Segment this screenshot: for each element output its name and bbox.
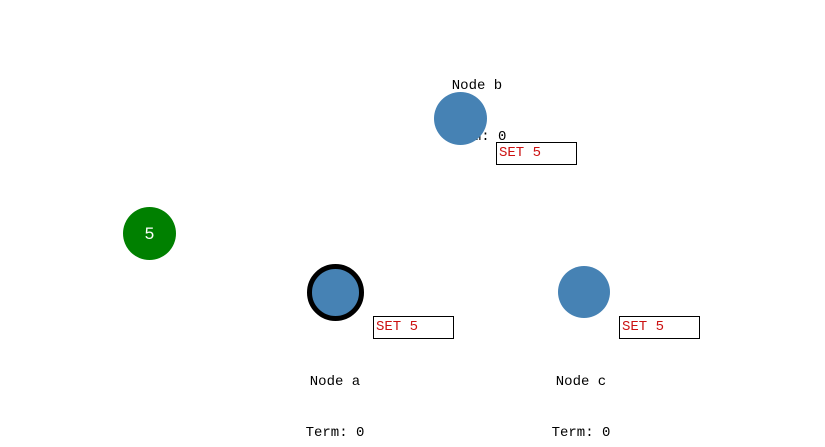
node-b-message-box: SET 5 [496,142,577,165]
node-a-term: Term: 0 [305,425,365,441]
node-b-name: Node b [451,78,503,94]
client-request-token[interactable]: 5 [123,207,176,260]
node-b-circle[interactable] [434,92,487,145]
node-c-name: Node c [555,374,607,390]
node-c-circle[interactable] [558,266,610,318]
node-a-name: Node a [309,374,361,390]
node-a-message-box: SET 5 [373,316,454,339]
node-a-circle[interactable] [307,264,364,321]
node-c-label: Node c Term: 0 [512,340,650,447]
node-c-term: Term: 0 [551,425,611,441]
node-c-message-box: SET 5 [619,316,700,339]
node-a-label: Node a Term: 0 [266,340,404,447]
